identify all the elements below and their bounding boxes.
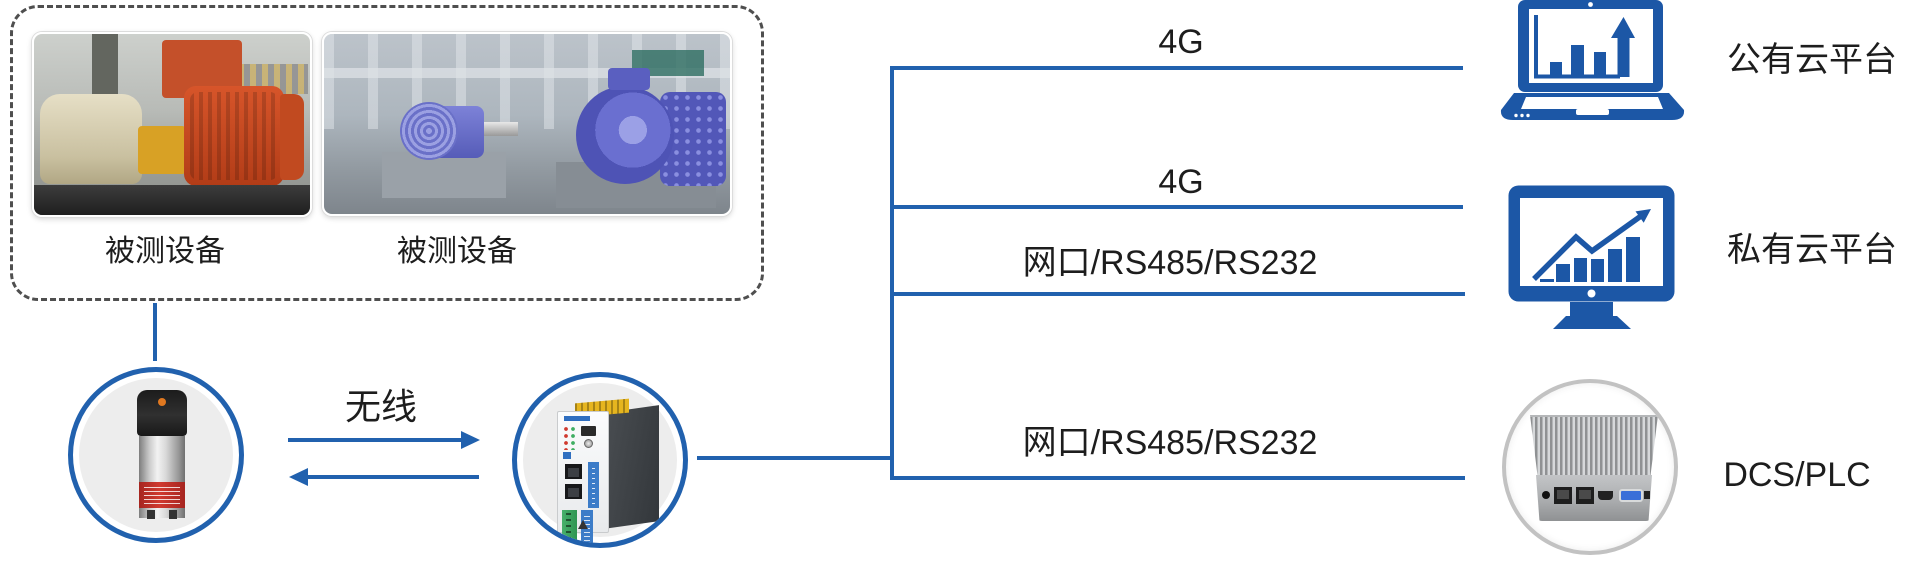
gateway-to-sensor-arrow	[306, 475, 479, 479]
branch-line-4g-1	[890, 66, 1463, 70]
gateway-to-trunk-line	[697, 456, 890, 460]
monitor-growth-chart-icon	[1508, 185, 1675, 333]
branch-label-4g-2: 4G	[1158, 163, 1204, 201]
branch-label-serial-1: 网口/RS485/RS232	[1022, 244, 1318, 282]
equipment-photo-right	[322, 32, 732, 216]
equipment-label-left: 被测设备	[105, 235, 225, 268]
arrow-right-icon	[461, 431, 480, 449]
arrow-left-icon	[289, 468, 308, 486]
sensor-to-gateway-arrow	[288, 438, 463, 442]
box-to-sensor-line	[153, 303, 157, 361]
gateway-circle	[512, 372, 688, 548]
trunk-line	[890, 66, 894, 480]
branch-label-4g-1: 4G	[1158, 23, 1204, 61]
public-cloud-label: 公有云平台	[1727, 41, 1897, 79]
branch-label-serial-2: 网口/RS485/RS232	[1022, 424, 1318, 462]
private-cloud-label: 私有云平台	[1727, 231, 1897, 269]
branch-line-4g-2	[890, 205, 1463, 209]
orange-motor-pump-photo	[34, 34, 310, 215]
equipment-photo-left	[32, 32, 312, 217]
dcs-plc-circle	[1502, 379, 1678, 555]
wireless-sensor-circle	[68, 367, 244, 543]
laptop-bar-chart-icon	[1500, 0, 1685, 124]
wireless-label: 无线	[344, 386, 417, 427]
branch-line-serial-1	[890, 292, 1465, 296]
blue-pump-plant-photo	[324, 34, 730, 214]
equipment-label-right: 被测设备	[397, 235, 517, 268]
monitored-equipment-box	[10, 5, 764, 301]
branch-line-serial-2	[890, 476, 1465, 480]
dcs-plc-label: DCS/PLC	[1723, 456, 1871, 494]
